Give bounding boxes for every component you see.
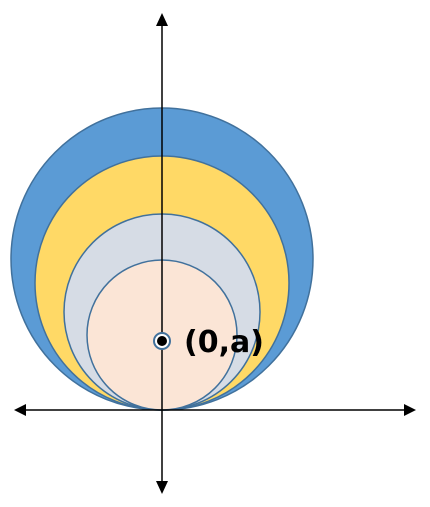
x-axis-right-arrow [404, 404, 416, 416]
center-point-label: (0,a) [184, 325, 264, 360]
y-axis-bottom-arrow [156, 481, 168, 494]
center-point-group: (0,a) [153, 325, 264, 360]
axes-group [14, 13, 416, 494]
center-point [157, 336, 167, 346]
y-axis-top-arrow [156, 13, 168, 26]
x-axis-left-arrow [14, 404, 26, 416]
